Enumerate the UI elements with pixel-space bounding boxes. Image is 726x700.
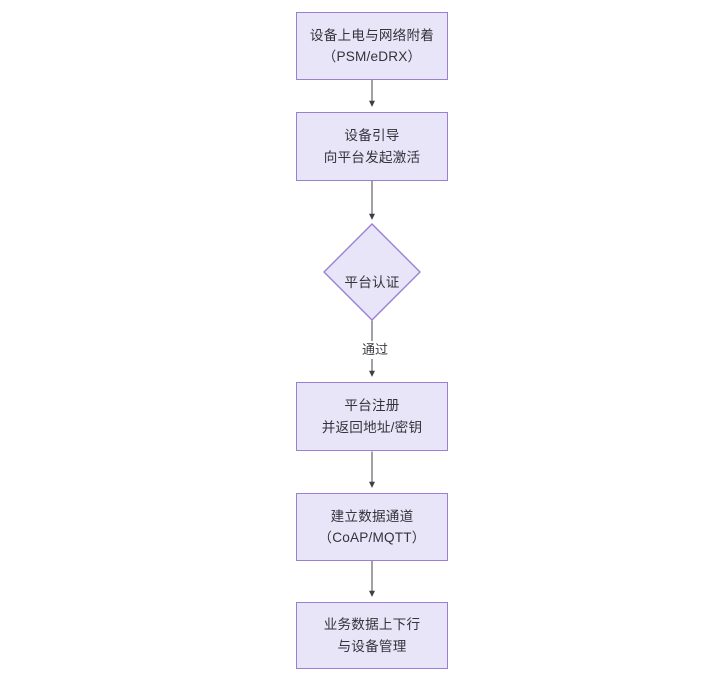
- node-business-data-line2: 与设备管理: [337, 638, 407, 654]
- node-bootstrap[interactable]: 设备引导 向平台发起激活: [296, 112, 448, 181]
- node-business-data-label: 业务数据上下行 与设备管理: [324, 593, 421, 677]
- node-platform-register-line2: 并返回地址/密钥: [321, 419, 423, 435]
- node-platform-register-label: 平台注册 并返回地址/密钥: [322, 374, 423, 458]
- diamond-shape: [323, 223, 421, 321]
- node-power-on-line2: （PSM/eDRX）: [322, 49, 422, 64]
- node-data-channel-label: 建立数据通道 （CoAP/MQTT）: [318, 485, 425, 569]
- node-power-on-line1: 设备上电与网络附着: [309, 27, 435, 43]
- node-data-channel-line2: （CoAP/MQTT）: [318, 530, 426, 545]
- node-power-on[interactable]: 设备上电与网络附着 （PSM/eDRX）: [296, 12, 448, 80]
- node-platform-register[interactable]: 平台注册 并返回地址/密钥: [296, 382, 448, 451]
- node-platform-auth[interactable]: 平台认证: [323, 223, 421, 321]
- node-platform-register-line1: 平台注册: [344, 398, 400, 414]
- node-bootstrap-line1: 设备引导: [344, 128, 400, 144]
- node-data-channel[interactable]: 建立数据通道 （CoAP/MQTT）: [296, 493, 448, 561]
- node-business-data-line1: 业务数据上下行: [323, 617, 421, 633]
- node-business-data[interactable]: 业务数据上下行 与设备管理: [296, 602, 448, 669]
- node-bootstrap-line2: 向平台发起激活: [323, 149, 421, 165]
- node-platform-auth-line1: 平台认证: [344, 275, 400, 290]
- node-platform-auth-label: 平台认证: [344, 251, 399, 293]
- node-power-on-label: 设备上电与网络附着 （PSM/eDRX）: [310, 4, 434, 88]
- node-bootstrap-label: 设备引导 向平台发起激活: [324, 104, 421, 188]
- edge-label-pass: 通过: [353, 341, 397, 359]
- node-data-channel-line1: 建立数据通道: [330, 508, 414, 524]
